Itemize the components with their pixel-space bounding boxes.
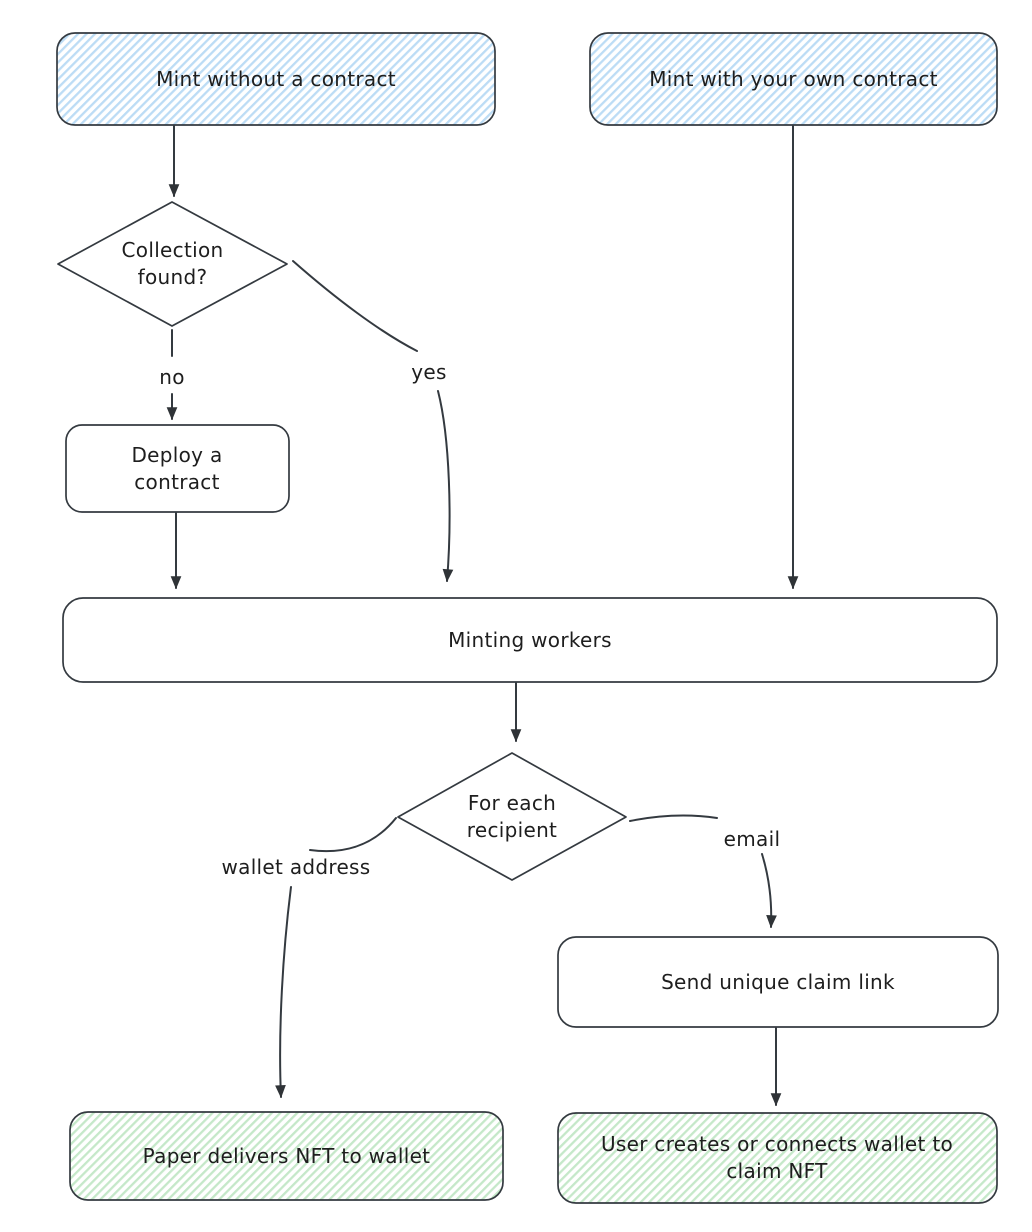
node-for-each-recipient-decision <box>397 752 627 881</box>
label-text: Mint with your own contract <box>649 66 938 91</box>
arrow-wallet-to-paper-delivers <box>275 886 292 1099</box>
label-text: Deploy a contract <box>131 442 223 494</box>
node-mint-with-own-contract <box>589 32 998 126</box>
label-text: For each recipient <box>466 790 558 842</box>
node-deploy-contract <box>65 424 290 513</box>
edge-label-email: email <box>723 827 781 851</box>
node-user-claims-nft <box>557 1112 998 1204</box>
arrow-for-each-to-email-label <box>629 814 718 822</box>
label-collection-found: Collection found? <box>107 220 238 308</box>
label-paper-delivers-nft: Paper delivers NFT to wallet <box>70 1112 503 1200</box>
label-deploy-contract: Deploy a contract <box>107 425 247 512</box>
node-collection-found-decision <box>57 201 288 327</box>
label-text: Collection found? <box>121 238 224 289</box>
node-mint-without-contract <box>56 32 496 126</box>
label-text: Send unique claim link <box>661 969 895 994</box>
label-text: Mint without a contract <box>156 66 396 91</box>
arrow-for-each-to-wallet-label <box>309 817 397 853</box>
edge-label-yes: yes <box>411 360 447 384</box>
edge-label-wallet-address: wallet address <box>221 855 371 879</box>
label-user-claims-nft: User creates or connects wallet to claim… <box>577 1113 977 1203</box>
node-send-claim-link <box>557 936 999 1028</box>
label-mint-with-own-contract: Mint with your own contract <box>590 33 997 125</box>
edge-label-no: no <box>159 365 185 389</box>
arrow-yes-to-minting-workers <box>437 390 454 583</box>
node-minting-workers <box>62 597 998 683</box>
label-mint-without-contract: Mint without a contract <box>57 33 495 125</box>
arrow-email-to-send-link <box>761 853 777 929</box>
label-send-claim-link: Send unique claim link <box>558 937 998 1027</box>
label-text: Paper delivers NFT to wallet <box>142 1143 431 1168</box>
node-paper-delivers-nft <box>69 1111 504 1201</box>
label-minting-workers: Minting workers <box>63 598 997 682</box>
label-text: Minting workers <box>448 627 612 652</box>
label-text: User creates or connects wallet to claim… <box>600 1132 954 1183</box>
label-for-each-recipient: For each recipient <box>447 753 577 880</box>
arrow-collection-to-yes-label <box>292 260 418 352</box>
